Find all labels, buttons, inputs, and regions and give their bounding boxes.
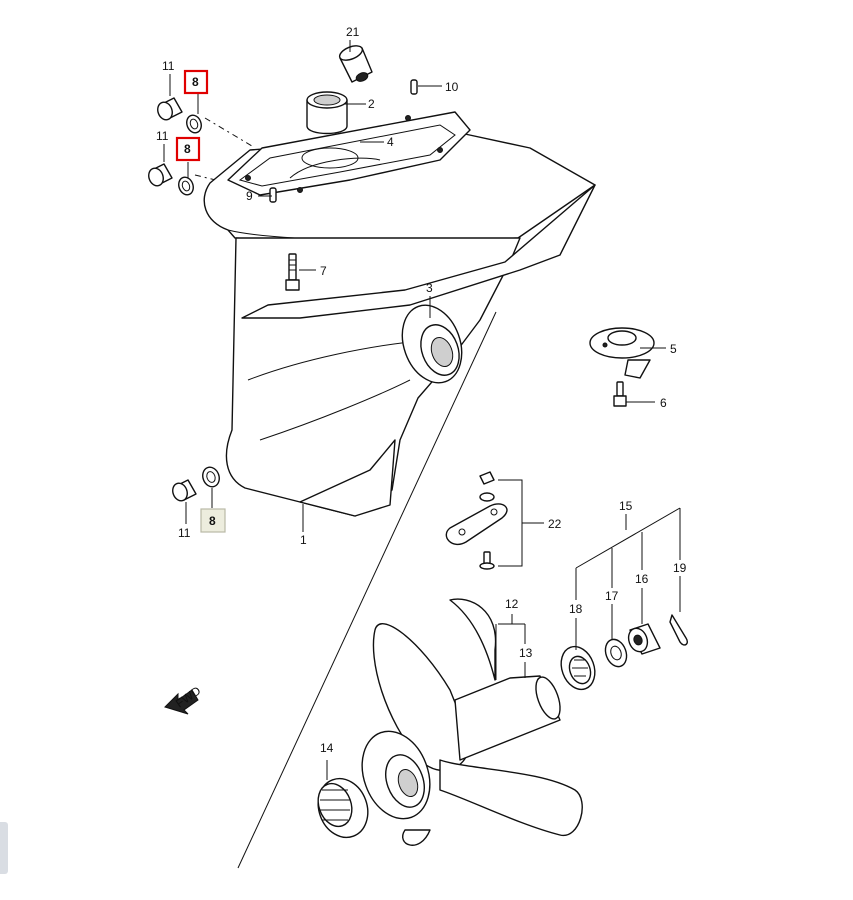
- fwd-arrow: FWD: [164, 683, 204, 715]
- dowel-pin-10[interactable]: [410, 79, 418, 95]
- highlight-box-8-top[interactable]: 8: [183, 69, 209, 95]
- highlight-box-8-middle[interactable]: 8: [175, 136, 201, 162]
- callout-6: 6: [660, 396, 667, 410]
- water-pump-plate[interactable]: [227, 111, 471, 196]
- highlight-label-8-top: 8: [192, 75, 199, 89]
- callout-10: 10: [445, 80, 459, 94]
- washer-17[interactable]: [602, 636, 630, 669]
- callout-13: 13: [519, 646, 533, 660]
- callout-1: 1: [300, 533, 307, 547]
- propeller[interactable]: [351, 598, 583, 846]
- highlight-label-8-middle: 8: [184, 142, 191, 156]
- highlight-box-8-bottom[interactable]: 8: [200, 508, 226, 533]
- trim-tab-5[interactable]: [589, 327, 655, 379]
- assembly-line: [237, 311, 497, 869]
- drain-plug-11-middle[interactable]: [146, 163, 173, 188]
- fastener-set-22[interactable]: [445, 471, 508, 570]
- side-panel-tab[interactable]: [0, 822, 8, 874]
- callout-18: 18: [569, 602, 583, 616]
- splined-washer-18[interactable]: [555, 642, 600, 694]
- callout-7: 7: [320, 264, 327, 278]
- callout-12: 12: [505, 597, 519, 611]
- drain-plug-11-bottom[interactable]: [170, 479, 197, 503]
- callout-19: 19: [673, 561, 687, 575]
- cotter-pin-19[interactable]: [669, 614, 689, 646]
- callout-2: 2: [368, 97, 375, 111]
- callout-11-top: 11: [162, 59, 175, 73]
- washer-8-top[interactable]: [184, 113, 203, 135]
- highlight-label-8-bottom: 8: [209, 514, 216, 528]
- gear-case-housing[interactable]: [203, 133, 596, 517]
- bolt-7[interactable]: [285, 253, 300, 291]
- callout-3: 3: [426, 281, 433, 295]
- callout-17: 17: [605, 589, 619, 603]
- callout-11-middle: 11: [156, 129, 169, 143]
- washer-8-bottom[interactable]: [200, 465, 222, 489]
- dowel-pin-9[interactable]: [269, 187, 277, 203]
- bushing-14[interactable]: [310, 772, 376, 845]
- callout-22: 22: [548, 517, 562, 531]
- callout-14: 14: [320, 741, 334, 755]
- drive-shaft-sleeve[interactable]: [306, 91, 348, 135]
- callout-11-bottom: 11: [178, 526, 191, 540]
- callout-4: 4: [387, 135, 394, 149]
- drain-plug-11-top[interactable]: [155, 97, 183, 122]
- callout-16: 16: [635, 572, 649, 586]
- callout-5: 5: [670, 342, 677, 356]
- castle-nut-16[interactable]: [625, 623, 661, 655]
- centre-line-top: [204, 117, 253, 147]
- callout-21: 21: [346, 25, 360, 39]
- leader-lines: [163, 40, 681, 780]
- washer-8-middle[interactable]: [176, 175, 195, 197]
- bolt-6[interactable]: [613, 381, 627, 407]
- callout-9: 9: [246, 189, 253, 203]
- callout-15: 15: [619, 499, 633, 513]
- bushing-21[interactable]: [338, 43, 373, 83]
